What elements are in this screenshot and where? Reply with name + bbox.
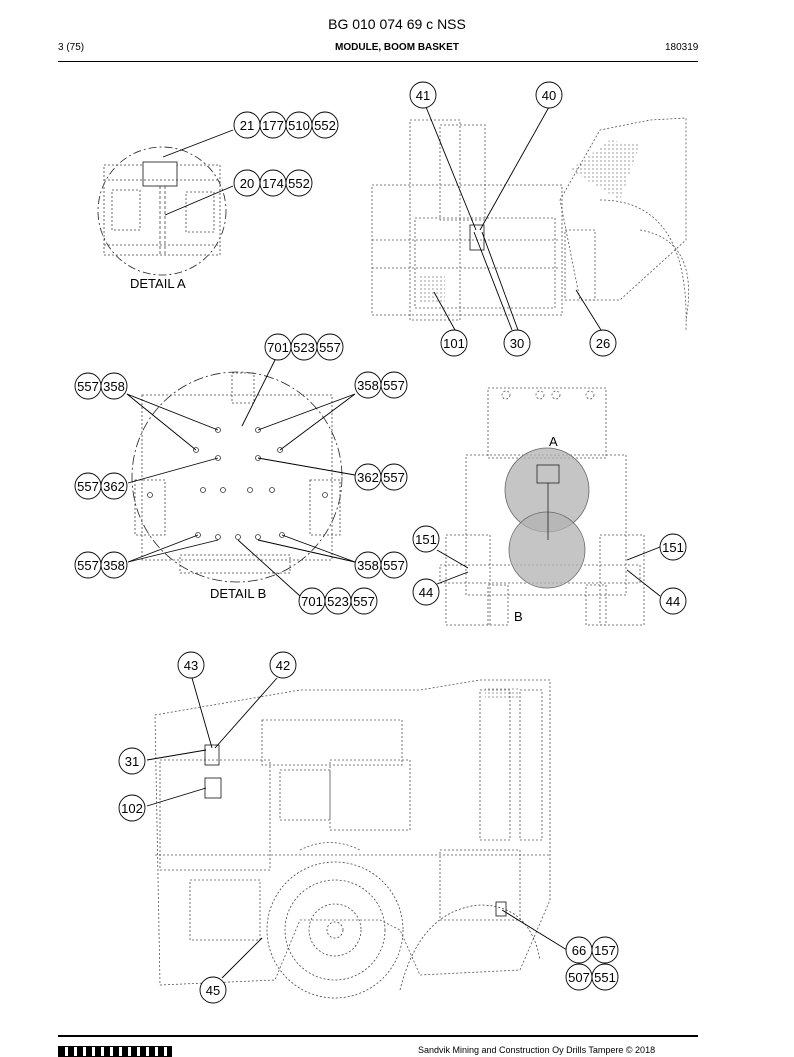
detail-a-label: DETAIL A	[130, 276, 186, 291]
callout-552: 552	[288, 176, 310, 191]
callout-20: 20	[240, 176, 254, 191]
callout-102: 102	[121, 801, 143, 816]
callout-362: 362	[103, 479, 125, 494]
detail-b-view	[131, 371, 343, 583]
footer-copyright: Sandvik Mining and Construction Oy Drill…	[418, 1045, 656, 1055]
callout-31: 31	[125, 754, 139, 769]
callout-557: 557	[383, 470, 405, 485]
callout-701: 701	[267, 340, 289, 355]
leader-lines	[126, 106, 661, 979]
callout-557: 557	[77, 558, 99, 573]
callout-557: 557	[77, 479, 99, 494]
detail-b-marker-area	[508, 511, 586, 589]
page-number: 3 (75)	[58, 42, 85, 53]
callout-151: 151	[415, 532, 437, 547]
callout-42: 42	[276, 658, 290, 673]
footer-rule	[58, 1035, 698, 1037]
detail-b-label: DETAIL B	[210, 586, 266, 601]
callout-44: 44	[666, 594, 680, 609]
callout-523: 523	[293, 340, 315, 355]
callout-26: 26	[596, 336, 610, 351]
callout-30: 30	[510, 336, 524, 351]
callout-177: 177	[262, 118, 284, 133]
callout-557: 557	[319, 340, 341, 355]
callout-bubbles	[74, 81, 687, 1004]
callout-157: 157	[594, 943, 616, 958]
carrier-side-view	[154, 679, 551, 986]
callout-557: 557	[77, 379, 99, 394]
marker-b-label: B	[514, 609, 523, 624]
marker-a-label: A	[549, 434, 558, 449]
module-title: MODULE, BOOM BASKET	[335, 42, 459, 53]
callout-45: 45	[206, 983, 220, 998]
callout-21: 21	[240, 118, 254, 133]
callout-557: 557	[383, 378, 405, 393]
callout-701: 701	[301, 594, 323, 609]
header-rule	[58, 61, 698, 62]
sandvik-logo	[58, 1046, 172, 1057]
callout-66: 66	[572, 943, 586, 958]
boom-side-view	[371, 117, 690, 331]
callout-numbers: 21 177 510 552 20 174 552 41 40 101 30 2…	[77, 88, 684, 998]
callout-358: 358	[357, 558, 379, 573]
callout-358: 358	[357, 378, 379, 393]
callout-362: 362	[357, 470, 379, 485]
callout-552: 552	[314, 118, 336, 133]
callout-510: 510	[288, 118, 310, 133]
callout-151: 151	[662, 540, 684, 555]
callout-174: 174	[262, 176, 284, 191]
callout-101: 101	[443, 336, 465, 351]
callout-358: 358	[103, 558, 125, 573]
front-wheel	[399, 904, 541, 991]
callout-44: 44	[419, 585, 433, 600]
callout-507: 507	[568, 970, 590, 985]
document-title: BG 010 074 69 c NSS	[328, 16, 466, 32]
rear-wheel	[266, 861, 404, 999]
callout-40: 40	[542, 88, 556, 103]
callout-358: 358	[103, 379, 125, 394]
callout-43: 43	[184, 658, 198, 673]
callout-557: 557	[353, 594, 375, 609]
document-code: 180319	[665, 42, 699, 53]
detail-a-view	[97, 146, 227, 276]
callout-551: 551	[594, 970, 616, 985]
callout-523: 523	[327, 594, 349, 609]
callout-41: 41	[416, 88, 430, 103]
callout-557: 557	[383, 558, 405, 573]
